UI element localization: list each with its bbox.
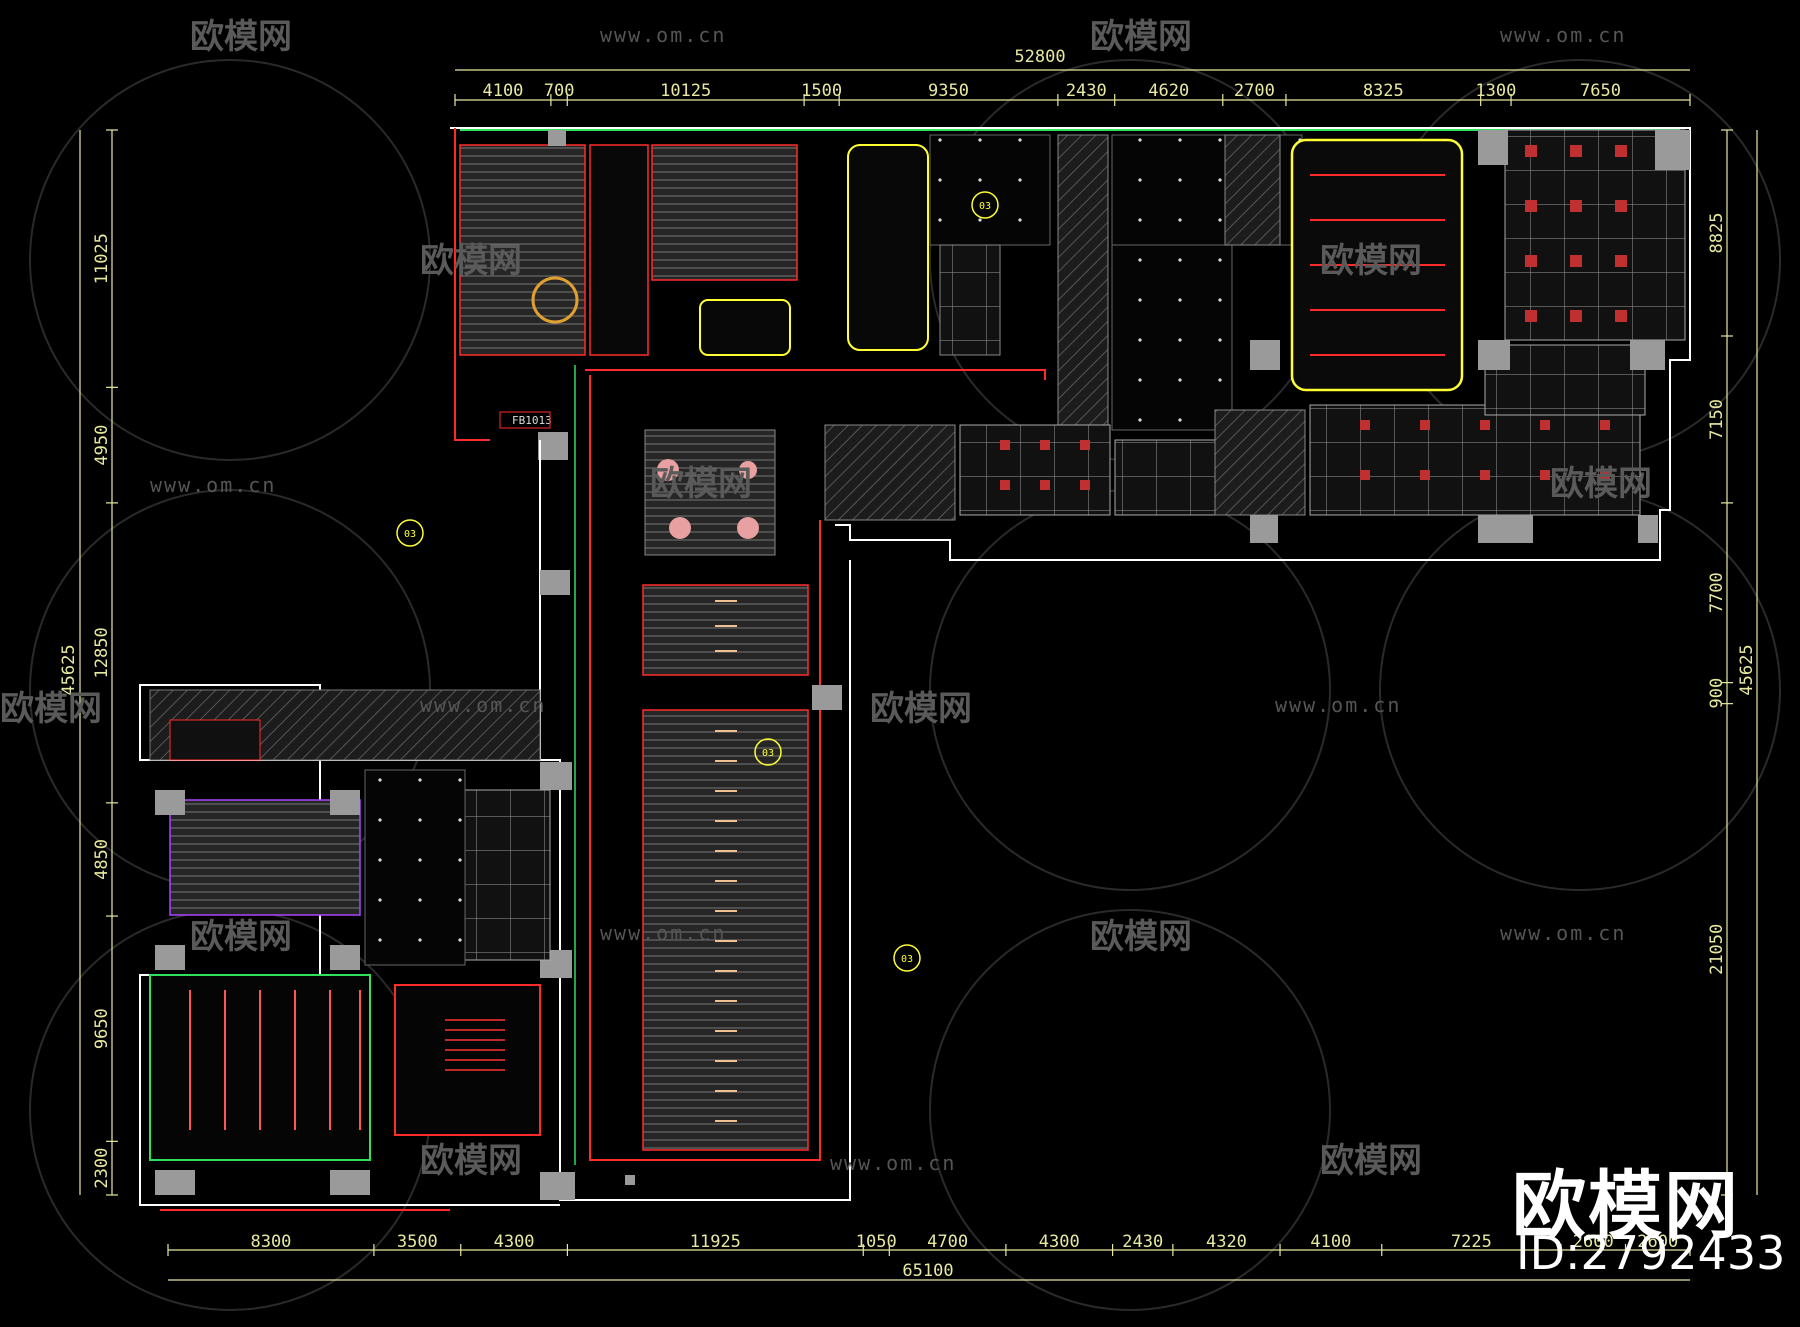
watermark-brand-9: 欧模网 xyxy=(190,917,292,957)
watermark-brand-8: 欧模网 xyxy=(870,689,972,729)
dim-top-label: 9350 xyxy=(928,81,969,101)
section-mark-circle xyxy=(893,944,921,972)
section-mark-label: 03 xyxy=(901,954,913,965)
dim-bottom-label: 2600 xyxy=(1637,1232,1678,1252)
dim-right-label: 7700 xyxy=(1707,572,1727,613)
watermark-brand-3: 欧模网 xyxy=(420,241,522,281)
section-mark-label: 03 xyxy=(762,748,774,759)
dim-top-label: 700 xyxy=(544,81,575,101)
dim-bottom-label: 4700 xyxy=(927,1232,968,1252)
central-wing xyxy=(539,365,1046,1201)
dim-top-label: 4620 xyxy=(1148,81,1189,101)
dim-right-label: 8825 xyxy=(1707,213,1727,254)
watermark-brand-11: 欧模网 xyxy=(420,1141,522,1181)
watermark-url-4: www.om.cn xyxy=(1275,693,1401,717)
dim-left-label: 4950 xyxy=(92,425,112,466)
corner-brand-logo: 欧模网 xyxy=(1512,1163,1740,1249)
dimension-labels-right: 8825 7150 7700 900 21050 xyxy=(1707,129,1733,1196)
dim-left-label: 2300 xyxy=(92,1148,112,1189)
dim-bottom-label: 4100 xyxy=(1310,1232,1351,1252)
section-mark-label: 03 xyxy=(979,201,991,212)
dim-top-label: 4100 xyxy=(482,81,523,101)
watermark-brand-10: 欧模网 xyxy=(1090,917,1192,957)
watermark-url-7: www.om.cn xyxy=(1500,921,1626,945)
dim-top-label: 2700 xyxy=(1234,81,1275,101)
dim-bottom-label: 4320 xyxy=(1206,1232,1247,1252)
room-tag: FB1013 xyxy=(512,414,552,427)
watermark-brand-7: 欧模网 xyxy=(0,689,102,729)
bottom-left-wing xyxy=(139,684,560,1211)
dim-right-total: 45625 xyxy=(1737,644,1757,695)
dim-right-label: 7150 xyxy=(1707,399,1727,440)
dim-left-total: 45625 xyxy=(59,644,79,695)
dim-left-label: 9650 xyxy=(92,1008,112,1049)
dim-left-label: 12850 xyxy=(92,627,112,678)
watermark-brand-4: 欧模网 xyxy=(1320,241,1422,281)
dim-bottom-label: 2600 xyxy=(1573,1232,1614,1252)
section-mark-circle xyxy=(396,519,424,547)
dim-bottom-label: 7225 xyxy=(1451,1232,1492,1252)
watermark-brand-12: 欧模网 xyxy=(1320,1141,1422,1181)
dim-top-label: 8325 xyxy=(1363,81,1404,101)
dim-bottom-label: 4300 xyxy=(1039,1232,1080,1252)
section-mark-circle xyxy=(971,191,999,219)
watermark-brand-5: 欧模网 xyxy=(650,464,752,504)
watermark-brand-6: 欧模网 xyxy=(1550,464,1652,504)
dim-bottom-label: 4300 xyxy=(494,1232,535,1252)
dim-left-label: 11025 xyxy=(92,233,112,284)
dim-bottom-label: 8300 xyxy=(250,1232,291,1252)
dim-bottom-label: 2430 xyxy=(1122,1232,1163,1252)
dim-top-label: 10125 xyxy=(660,81,711,101)
section-mark-circle xyxy=(754,738,782,766)
watermark-layer: 欧模网 欧模网 欧模网 欧模网 欧模网 欧模网 欧模网 欧模网 欧模网 欧模网 … xyxy=(0,17,1652,1181)
dimension-labels-left: 11025 4950 12850 4850 9650 2300 xyxy=(92,129,118,1196)
watermark-url-5: www.om.cn xyxy=(420,693,546,717)
dimension-labels-bottom: 8300 3500 4300 11925 1050 4700 4300 2430 4320 410… xyxy=(167,1232,1691,1256)
dim-right-label: 21050 xyxy=(1707,924,1727,975)
dim-bottom-total: 65100 xyxy=(902,1261,953,1281)
watermark-url-6: www.om.cn xyxy=(600,921,726,945)
section-mark-label: 03 xyxy=(404,529,416,540)
watermark-url-8: www.om.cn xyxy=(830,1151,956,1175)
watermark-brand-1: 欧模网 xyxy=(190,17,292,57)
dim-top-label: 1500 xyxy=(801,81,842,101)
dim-left-label: 4850 xyxy=(92,839,112,880)
dim-top-label: 1300 xyxy=(1475,81,1516,101)
top-wing: FB1013 xyxy=(450,127,1691,561)
section-marks: 03 03 03 03 xyxy=(396,191,999,972)
watermark-url-1: www.om.cn xyxy=(600,23,726,47)
dim-top-label: 2430 xyxy=(1066,81,1107,101)
corner-id-label: ID:2792433 xyxy=(1516,1226,1786,1280)
dim-bottom-label: 3500 xyxy=(397,1232,438,1252)
dim-bottom-label: 1050 xyxy=(856,1232,897,1252)
dim-right-label: 900 xyxy=(1707,678,1727,709)
dim-top-label: 7650 xyxy=(1580,81,1621,101)
dimension-labels-top: 4100 700 10125 1500 9350 2430 4620 2700 8325 1300… xyxy=(454,81,1691,106)
dim-top-total: 52800 xyxy=(1014,47,1065,67)
watermark-url-2: www.om.cn xyxy=(1500,23,1626,47)
dim-bottom-label: 11925 xyxy=(690,1232,741,1252)
dimension-lines xyxy=(79,69,1758,1281)
watermark-url-3: www.om.cn xyxy=(150,473,276,497)
watermark-brand-2: 欧模网 xyxy=(1090,17,1192,57)
